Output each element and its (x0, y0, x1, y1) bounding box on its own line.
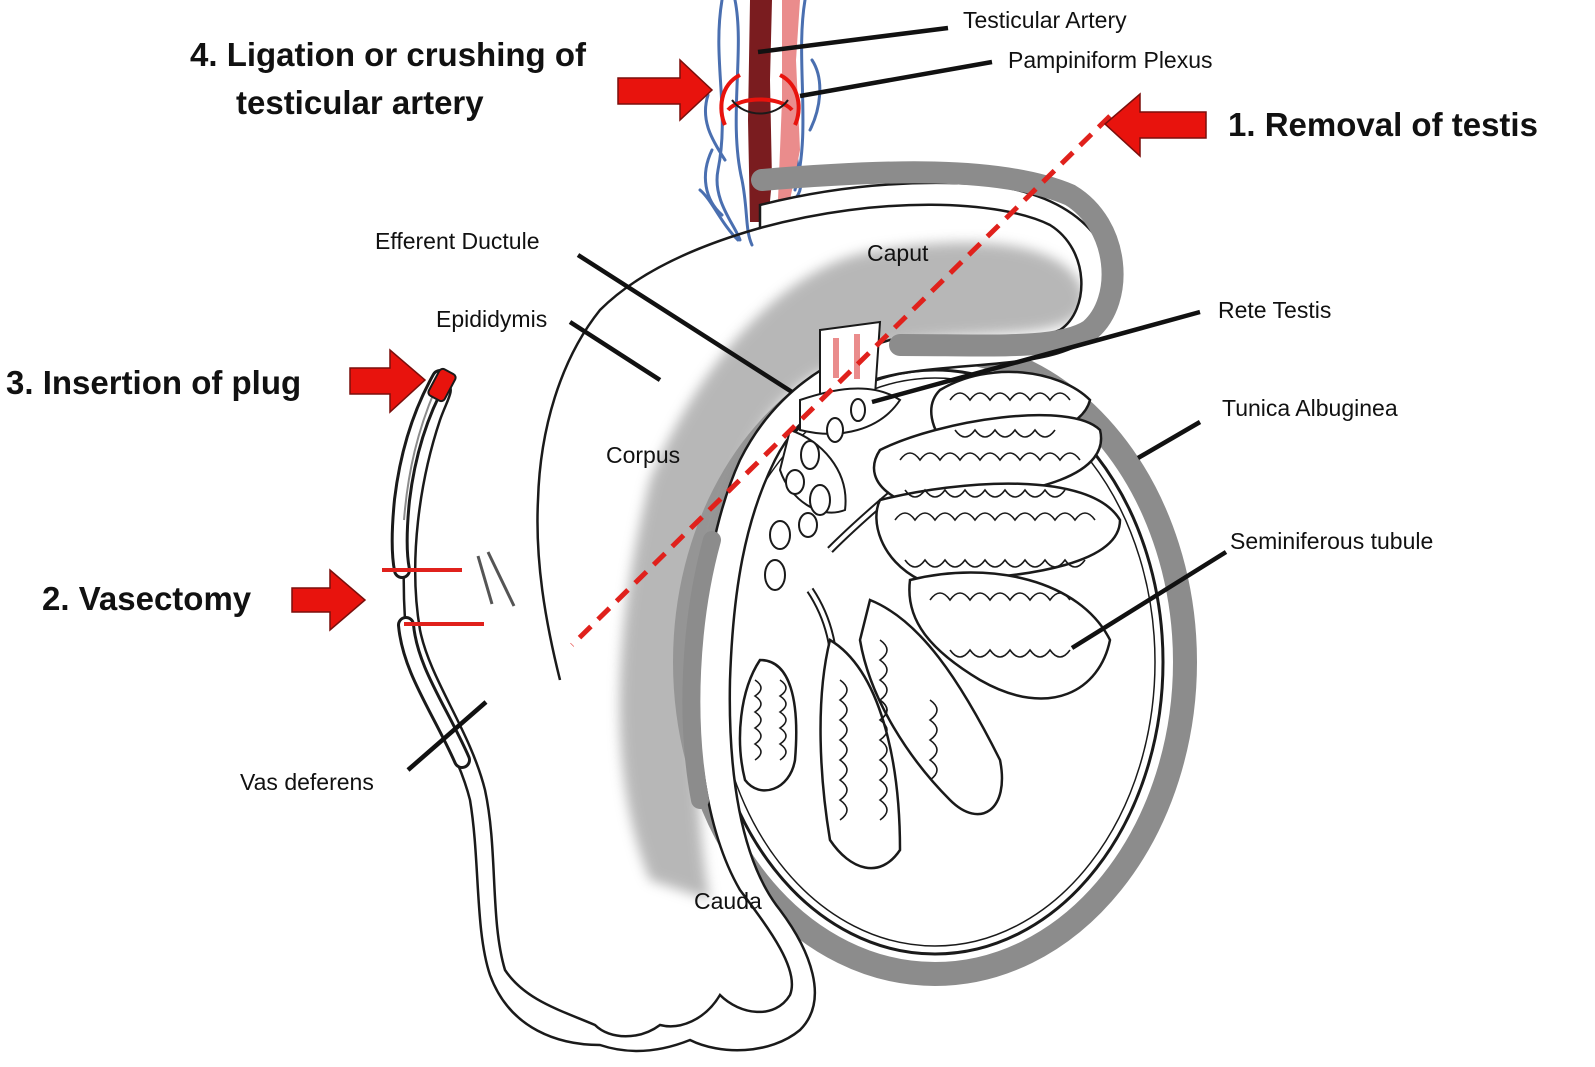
label-ligation-line-1: 4. Ligation or crushing of (190, 36, 587, 73)
anatomy-labels: Testicular Artery Pampiniform Plexus Eff… (240, 7, 1433, 914)
label-epididymis: Epididymis (436, 306, 547, 332)
arrow-removal (1103, 92, 1207, 158)
leader-testicular-artery (757, 25, 949, 55)
tubule-lobe-3 (875, 482, 1122, 582)
label-rete-testis: Rete Testis (1218, 297, 1331, 323)
tubule-lobe-5 (858, 598, 1004, 816)
testicular-artery-vessel (748, 0, 772, 222)
tubule-lobe-6 (819, 638, 902, 870)
label-testicular-artery: Testicular Artery (963, 7, 1127, 33)
leader-lines (406, 25, 1228, 772)
label-tunica-albuginea: Tunica Albuginea (1222, 395, 1398, 421)
label-vasectomy: 2. Vasectomy (42, 580, 252, 617)
epididymis-shadow (619, 242, 1085, 900)
label-insertion-of-plug: 3. Insertion of plug (6, 364, 301, 401)
tunica-inner-band (682, 531, 721, 809)
tubule-lobe-4 (908, 571, 1112, 700)
label-cauda: Cauda (694, 888, 762, 914)
tubule-coil-detail (753, 392, 1096, 821)
vas-stump-line-2 (486, 551, 516, 607)
arrow-vasectomy (291, 568, 367, 632)
label-ligation-line-2: testicular artery (236, 84, 484, 121)
leader-vas-deferens (406, 700, 488, 772)
procedure-labels: 1. Removal of testis 4. Ligation or crus… (6, 36, 1538, 617)
arrow-ligation (617, 58, 714, 122)
removal-cut-line (570, 114, 1112, 647)
label-corpus: Corpus (606, 442, 680, 468)
ligature-clamp-icon (719, 73, 801, 126)
caput-outline (536, 226, 761, 681)
seminiferous-tubules (738, 370, 1122, 870)
plug-icon (427, 367, 457, 403)
arrow-plug (349, 348, 427, 414)
caput-gray-band (751, 161, 1124, 357)
label-seminiferous-tubule: Seminiferous tubule (1230, 528, 1433, 554)
label-caput: Caput (867, 240, 929, 266)
label-efferent-ductule: Efferent Ductule (375, 228, 540, 254)
vas-stump-line-1 (476, 555, 494, 605)
label-removal-of-testis: 1. Removal of testis (1228, 106, 1538, 143)
label-vas-deferens: Vas deferens (240, 769, 374, 795)
label-pampiniform-plexus: Pampiniform Plexus (1008, 47, 1213, 73)
leader-efferent-ductule (576, 253, 794, 394)
vas-deferens (382, 367, 516, 769)
leader-pampiniform-plexus (799, 59, 993, 99)
vas-deferens-inner (403, 389, 436, 521)
leader-epididymis (568, 320, 662, 382)
red-block-arrow-icon (291, 58, 1207, 632)
leader-seminiferous-tubule (1070, 550, 1228, 650)
leader-tunica-albuginea (1136, 420, 1202, 460)
leader-rete-testis (871, 309, 1201, 405)
